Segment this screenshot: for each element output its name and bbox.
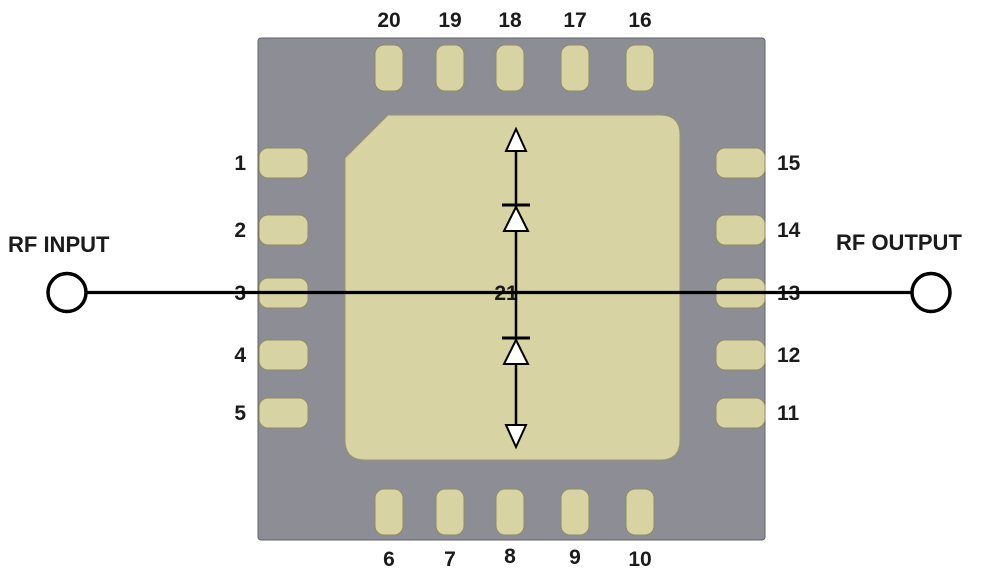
- pin-12-pad: [715, 339, 766, 371]
- pin-5-label: 5: [234, 402, 246, 425]
- pin-6-label: 6: [383, 548, 395, 571]
- rf-input-port-icon: [46, 271, 88, 314]
- pin-11-pad: [715, 397, 766, 429]
- pin-18-label: 18: [498, 9, 522, 32]
- center-exposed-pad: [344, 114, 681, 461]
- pin-8-pad: [495, 488, 525, 536]
- rf-input-label: RF INPUT: [8, 232, 110, 257]
- diode-1-symbol: [502, 204, 530, 232]
- pin-15-label: 15: [777, 152, 801, 175]
- arrow-down-icon: [504, 424, 528, 450]
- pin-2-pad: [258, 214, 309, 246]
- pin-20-label: 20: [377, 9, 400, 32]
- pin-7-pad: [435, 488, 465, 536]
- pin-16-pad: [625, 44, 655, 92]
- pin-15-pad: [715, 147, 766, 179]
- pin-10-label: 10: [628, 548, 651, 571]
- pin-10-pad: [625, 488, 655, 536]
- pin-6-pad: [374, 488, 404, 536]
- pin-18-pad: [495, 44, 525, 92]
- pin-2-label: 2: [234, 219, 246, 242]
- pin-5-pad: [258, 397, 309, 429]
- pin-20-pad: [374, 44, 404, 92]
- pin-1-pad: [258, 147, 309, 179]
- pin-9-pad: [560, 488, 590, 536]
- pin-16-label: 16: [628, 9, 651, 32]
- pin-14-label: 14: [777, 219, 801, 242]
- diode-2-symbol: [502, 337, 530, 365]
- pin-19-pad: [435, 44, 465, 92]
- pin-17-pad: [560, 44, 590, 92]
- pin-4-pad: [258, 339, 309, 371]
- pin-9-label: 9: [569, 546, 581, 569]
- pin-11-label: 11: [777, 402, 800, 425]
- pin-14-pad: [715, 214, 766, 246]
- pin-8-label: 8: [504, 545, 516, 568]
- rf-output-label: RF OUTPUT: [836, 230, 962, 255]
- pin-17-label: 17: [563, 9, 586, 32]
- pin-1-label: 1: [234, 152, 246, 175]
- pin-4-label: 4: [234, 344, 246, 367]
- arrow-up-icon: [504, 126, 528, 152]
- rf-output-port-icon: [910, 271, 952, 314]
- pin-12-label: 12: [777, 344, 800, 367]
- pin-19-label: 19: [438, 9, 461, 32]
- pin-7-label: 7: [444, 548, 456, 571]
